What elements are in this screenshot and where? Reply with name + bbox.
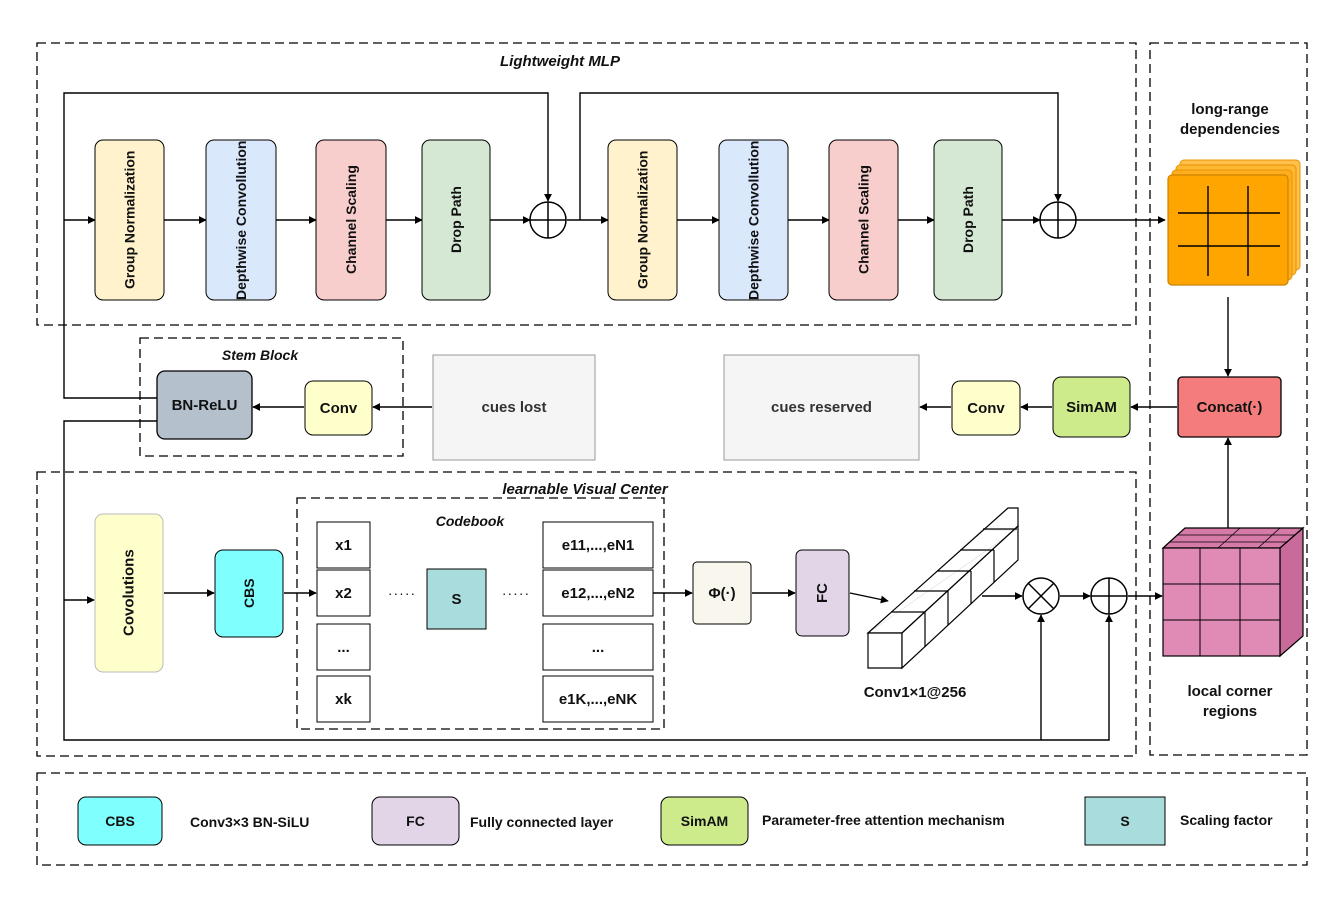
- mlp-block-3: [315, 139, 387, 301]
- add-circle-1: [529, 201, 567, 239]
- conv1x1-label: Conv1×1@256: [863, 683, 967, 701]
- mlp-block-2: [205, 139, 277, 301]
- mlp-block-label-1: Group Normalization: [121, 150, 138, 290]
- cues-reserved-box: [723, 354, 920, 461]
- legend-fc-key: FC: [406, 813, 425, 829]
- local-corner-cube: [1161, 526, 1305, 658]
- long-range-cube-stack: [1167, 159, 1301, 286]
- legend-cbs-key: CBS: [105, 813, 135, 829]
- codebook-e-cell-label-2: e12,...,eN2: [561, 584, 635, 602]
- conv-box: [951, 380, 1021, 436]
- stem-conv-box: [304, 380, 373, 436]
- codebook-frame: [296, 497, 665, 730]
- local-corner-label: local corner regions: [1187, 683, 1273, 720]
- mlp-block-4: [421, 139, 491, 301]
- legend-fc-text: Fully connected layer: [470, 814, 614, 830]
- codebook-e-cell-label-4: e1K,...,eNK: [558, 690, 638, 708]
- simam-label: SimAM: [1066, 398, 1117, 416]
- legend-s-text: Scaling factor: [1180, 812, 1273, 828]
- add-circle-2: [1039, 201, 1077, 239]
- stem-block-frame: [139, 337, 404, 457]
- lightweight-mlp-frame: [36, 42, 1137, 326]
- cbs-label: CBS: [240, 578, 257, 609]
- codebook-e-cell-label-1: e11,...,eN1: [561, 536, 635, 554]
- mlp-block-label-8: Drop Path: [959, 186, 976, 254]
- multiply-circle: [1022, 577, 1060, 615]
- stem-section-title: Stem Block: [221, 347, 299, 363]
- bn-relu-label: BN-ReLU: [171, 396, 238, 414]
- legend-fc-swatch: [371, 796, 460, 846]
- codebook-x-cell-1: [316, 521, 371, 569]
- mlp-section-title: Lightweight MLP: [500, 52, 620, 70]
- mlp-block-1: [94, 139, 165, 301]
- cbs-box: [214, 549, 284, 638]
- mlp-block-label-4: Drop Path: [447, 186, 464, 254]
- lvc-section-title: learnable Visual Center: [502, 480, 668, 498]
- mlp-connectors: [63, 92, 1166, 399]
- codebook-e-column: [542, 521, 654, 723]
- legend-cbs-swatch: [77, 796, 163, 846]
- covolutions-label: Covolutions: [120, 549, 138, 637]
- fc-box: [795, 549, 850, 637]
- stem-conv-label: Conv: [319, 399, 358, 417]
- codebook-x-cell-label-4: xk: [335, 690, 352, 708]
- codebook-e-cell-1: [542, 521, 654, 569]
- mlp-block-label-5: Group Normalization: [634, 150, 651, 290]
- cues-reserved-label: cues reserved: [771, 399, 872, 416]
- bn-relu-box: [156, 370, 253, 440]
- codebook-dots-right: ·····: [501, 585, 531, 601]
- mlp-block-5: [607, 139, 678, 301]
- cues-lost-box: [432, 354, 596, 461]
- codebook-x-column: [316, 521, 371, 723]
- add-circle-3: [1090, 577, 1128, 615]
- legend-s-key: S: [1120, 813, 1130, 829]
- codebook-e-cell-4: [542, 675, 654, 723]
- mlp-block-7: [828, 139, 899, 301]
- legend-simam-text: Parameter-free attention mechanism: [762, 812, 1005, 828]
- lvc-frame: [36, 471, 1137, 757]
- codebook-e-cell-label-3: ...: [591, 638, 605, 656]
- codebook-x-cell-3: [316, 623, 371, 671]
- concat-label: Concat(·): [1196, 398, 1263, 416]
- cues-lost-label: cues lost: [481, 399, 547, 416]
- s-box: [426, 568, 487, 630]
- codebook-e-cell-3: [542, 623, 654, 671]
- concat-box: [1177, 376, 1282, 438]
- codebook-dots-left: ·····: [387, 585, 417, 601]
- mlp-block-label-6: Depthwise Convollution: [745, 140, 762, 300]
- codebook-x-cell-label-2: x2: [335, 584, 352, 602]
- right-column-connectors: [1130, 297, 1232, 528]
- conv-label: Conv: [967, 399, 1005, 417]
- lvc-connectors: [63, 420, 1163, 741]
- legend-s-swatch: [1084, 796, 1166, 846]
- covolutions-box: [94, 513, 164, 673]
- simam-box: [1052, 376, 1131, 438]
- long-range-label: long-range dependencies: [1179, 101, 1281, 138]
- s-label: S: [451, 590, 462, 608]
- mlp-block-label-7: Channel Scaling: [855, 165, 872, 275]
- codebook-x-cell-2: [316, 569, 371, 617]
- mlp-block-8: [933, 139, 1003, 301]
- conv1x1-bar-3d: [866, 507, 1019, 670]
- legend-simam-swatch: [660, 796, 749, 846]
- codebook-x-cell-4: [316, 675, 371, 723]
- legend-simam-key: SimAM: [680, 813, 729, 829]
- right-column-frame: [1149, 42, 1308, 756]
- mlp-block-6: [718, 139, 789, 301]
- phi-label: Φ(·): [708, 584, 736, 602]
- codebook-title: Codebook: [435, 513, 505, 529]
- mlp-blocks: [94, 139, 1003, 301]
- mlp-block-label-2: Depthwise Convollution: [232, 140, 249, 300]
- legend-frame: [36, 772, 1308, 866]
- codebook-x-cell-label-1: x1: [335, 536, 352, 554]
- legend-cbs-text: Conv3×3 BN-SiLU: [190, 814, 310, 830]
- mlp-block-label-3: Channel Scaling: [342, 165, 359, 275]
- fc-label: FC: [813, 583, 831, 603]
- phi-box: [692, 561, 752, 625]
- codebook-x-cell-label-3: ...: [337, 638, 350, 656]
